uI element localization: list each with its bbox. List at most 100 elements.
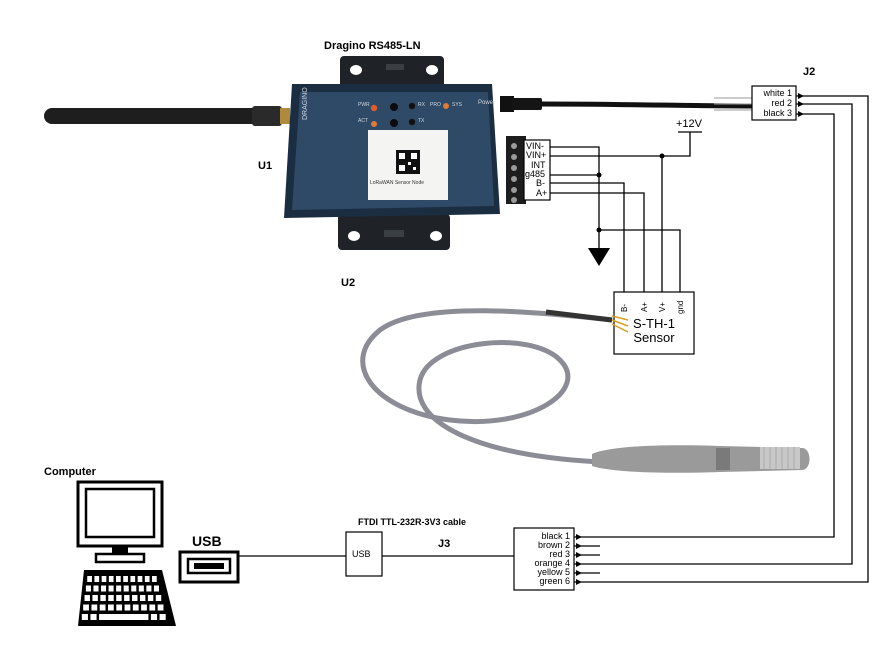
keyboard-key — [116, 576, 121, 582]
usb-port-icon — [178, 550, 240, 584]
sensor-box — [613, 291, 695, 355]
keyboard-spacebar — [99, 614, 149, 620]
device-brand: DRAGINO — [302, 87, 309, 120]
keyboard-key — [144, 576, 150, 582]
keyboard-key — [116, 585, 122, 592]
antenna-icon — [44, 106, 290, 126]
j3-pin-6: green 6 — [539, 576, 570, 586]
led-label-tx: TX — [418, 118, 425, 124]
led-label-rx: RX — [418, 102, 425, 108]
terminal-pin-b-minus: B- — [536, 178, 545, 188]
computer-label: Computer — [44, 466, 96, 478]
sensor-pin-a-plus: A+ — [640, 301, 649, 312]
keyboard-key — [159, 614, 166, 620]
j3-pin-5: yellow 5 — [537, 567, 570, 577]
keyboard-key — [101, 585, 107, 592]
j3-pin-4: orange 4 — [534, 558, 570, 568]
keyboard-key — [100, 595, 106, 601]
keyboard-key — [130, 576, 136, 582]
j3-pin-3: red 3 — [549, 549, 570, 559]
ground-icon — [588, 248, 610, 266]
ftdi-cable-label: FTDI TTL-232R-3V3 cable — [358, 517, 467, 527]
device-power-label: Power — [478, 100, 496, 106]
keyboard-key — [147, 595, 154, 601]
ftdi-usb-box — [345, 531, 383, 577]
keyboard-key — [99, 604, 106, 611]
terminal-pin-vin-plus: VIN+ — [526, 150, 547, 160]
j3-pin-1: black 1 — [541, 531, 570, 541]
keyboard-key — [139, 595, 146, 601]
j2-pin-1: white 1 — [763, 88, 792, 98]
sensor-pin-v-plus: V+ — [658, 301, 667, 312]
sensor-name-line1: S-TH-1 — [633, 316, 675, 331]
terminal-pin-int: INT — [531, 160, 546, 170]
keyboard-key — [132, 604, 139, 611]
usb-port-label: USB — [192, 533, 222, 549]
keyboard-key — [108, 576, 114, 582]
rs485-ln-device — [284, 56, 542, 250]
keyboard-key — [91, 604, 98, 611]
terminal-wires — [550, 132, 691, 292]
keyboard-key — [85, 585, 91, 592]
keyboard-key — [132, 595, 138, 601]
j3-pin-2: brown 2 — [537, 540, 570, 550]
keyboard-key — [123, 585, 129, 592]
keyboard-key — [123, 576, 128, 582]
diagram-title: Dragino RS485-LN — [324, 40, 421, 52]
terminal-pin-g485: g485 — [525, 169, 546, 179]
power-cable — [539, 101, 753, 109]
keyboard-key — [153, 585, 159, 592]
j2-label: J2 — [803, 66, 816, 78]
keyboard-key — [155, 595, 162, 601]
keyboard-key — [81, 614, 88, 620]
keyboard-key — [108, 595, 114, 601]
terminal-block — [523, 139, 551, 201]
u1-label: U1 — [258, 160, 273, 172]
terminal-pin-a-plus: A+ — [536, 188, 548, 198]
sensor-name-line2: Sensor — [633, 330, 675, 345]
u2-label: U2 — [341, 277, 356, 289]
ftdi-usb-box-label: USB — [352, 549, 371, 559]
plus12v-label: +12V — [676, 118, 702, 130]
j2-pin-2: red 2 — [771, 98, 792, 108]
keyboard-key — [146, 585, 152, 592]
keyboard-key — [116, 595, 122, 601]
led-label-pro: PRO — [430, 102, 441, 108]
keyboard-key — [157, 604, 164, 611]
keyboard-key — [141, 604, 147, 611]
sensor-pin-gnd: gnd — [676, 300, 685, 314]
keyboard-key — [152, 576, 157, 582]
keyboard-icon — [78, 570, 176, 626]
keyboard-key — [116, 604, 123, 611]
keyboard-key — [137, 576, 143, 582]
terminal-pin-vin-minus: VIN- — [526, 141, 544, 151]
keyboard-key — [90, 614, 97, 620]
device-card-title: LoRaWAN Sensor Node — [370, 180, 425, 186]
keyboard-key — [87, 576, 92, 582]
sensor-pin-b-minus: B- — [620, 304, 629, 312]
keyboard-key — [124, 595, 130, 601]
keyboard-key — [92, 595, 98, 601]
led-label-pwr: PWR — [358, 102, 370, 108]
qr-code-icon — [396, 150, 420, 174]
j2-j3-wires — [574, 95, 869, 583]
keyboard-key — [83, 604, 89, 611]
keyboard-key — [138, 585, 144, 592]
sensor-probe-icon — [360, 308, 810, 473]
j3-label: J3 — [438, 538, 451, 550]
keyboard-key — [150, 614, 158, 620]
keyboard-key — [84, 595, 90, 601]
keyboard-key — [124, 604, 131, 611]
led-label-act: ACT — [358, 118, 368, 124]
computer-icon — [76, 480, 164, 564]
keyboard-key — [101, 576, 107, 582]
keyboard-key — [94, 576, 100, 582]
j2-pin-3: black 3 — [763, 108, 792, 118]
keyboard-key — [93, 585, 99, 592]
led-label-sys: SYS — [452, 102, 463, 108]
keyboard-key — [108, 604, 114, 611]
j2-connector — [751, 85, 797, 121]
keyboard-key — [131, 585, 137, 592]
